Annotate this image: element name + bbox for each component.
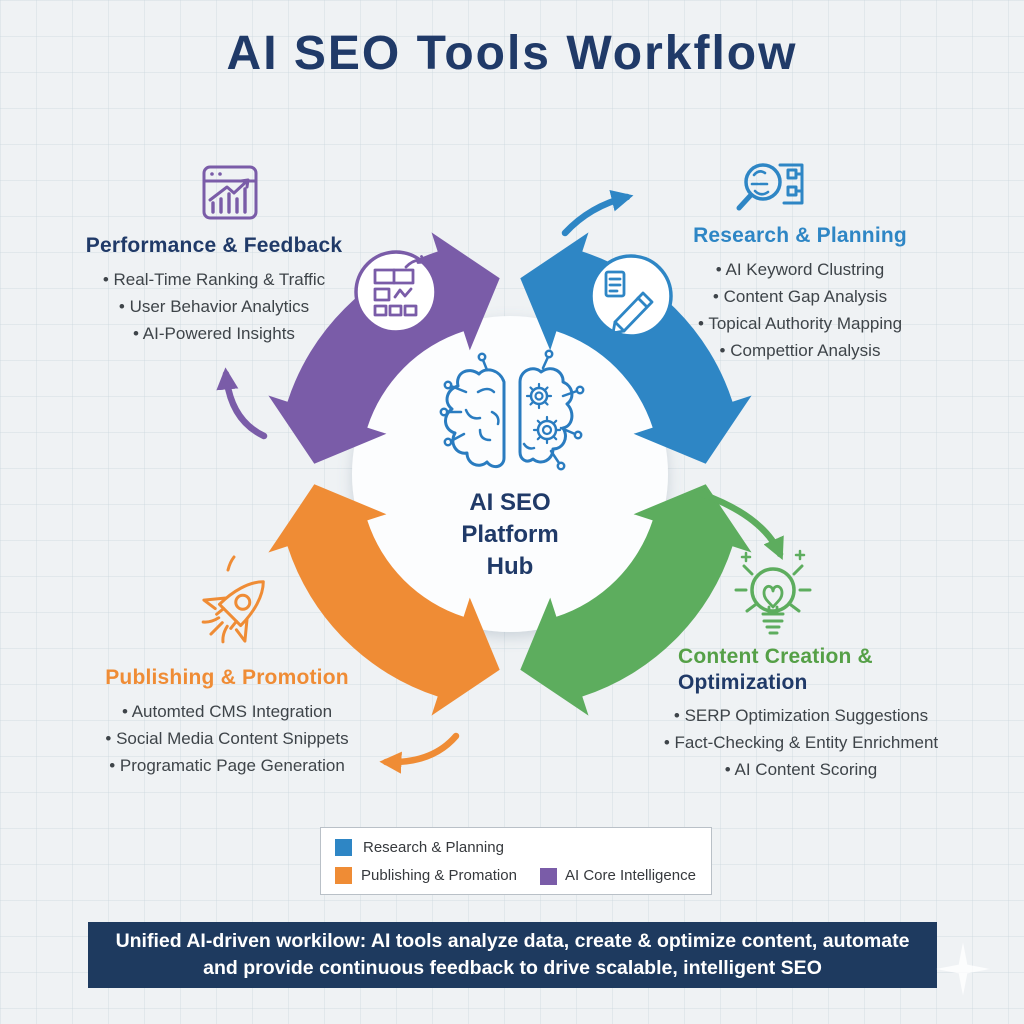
list-item: Social Media Content Snippets xyxy=(62,725,392,752)
legend: Research & Planning Publishing & Promati… xyxy=(320,827,712,895)
list-item: AI Keyword Clustring xyxy=(650,256,950,283)
cycle-arrow-orange xyxy=(268,484,500,716)
quadrant-title: Research & Planning xyxy=(693,224,907,247)
quadrant-research-planning: Research & Planning AI Keyword Clustring… xyxy=(650,224,950,364)
banner-text-line: Unified AI-driven workilow: AI tools ana… xyxy=(115,930,910,952)
quadrant-performance-feedback: Performance & Feedback Real-Time Ranking… xyxy=(58,234,370,347)
orange-curl-arrow xyxy=(379,732,460,774)
list-item: Programatic Page Generation xyxy=(62,752,392,779)
quadrant-title: Content Creation & Optimization xyxy=(678,645,873,694)
hub-circle xyxy=(352,316,668,632)
list-item: Topical Authority Mapping xyxy=(650,310,950,337)
quadrant-title: Performance & Feedback xyxy=(85,234,343,257)
analytics-browser-chart-icon xyxy=(202,165,258,220)
list-item: Automted CMS Integration xyxy=(62,698,392,725)
hub-label: AI SEO Platform Hub xyxy=(410,487,610,583)
magnifier-serp-document-icon xyxy=(736,163,804,211)
lightbulb-idea-icon xyxy=(734,549,812,635)
list-item: AI-Powered Insights xyxy=(58,320,370,347)
list-item: SERP Optimization Suggestions xyxy=(636,702,966,729)
list-item: Real-Time Ranking & Traffic xyxy=(58,266,370,293)
ai-brain-circuit-icon xyxy=(439,349,585,471)
cycle-arrow-purple xyxy=(268,232,500,464)
banner-text-line: and provide continuous feedback to drive… xyxy=(203,957,822,979)
cycle-arrows xyxy=(268,232,752,716)
dashboard-wireframe-icon xyxy=(354,250,438,334)
legend-swatch-orange xyxy=(335,867,352,884)
hub-label-line: Platform xyxy=(461,521,559,548)
blue-curl-arrow xyxy=(561,189,634,237)
legend-label: Research & Planning xyxy=(363,839,504,856)
list-item: User Behavior Analytics xyxy=(58,293,370,320)
legend-swatch-blue xyxy=(335,839,352,856)
legend-label: Publishing & Promation xyxy=(361,867,517,884)
quadrant-title: Publishing & Promotion xyxy=(105,666,349,689)
cycle-arrow-blue xyxy=(520,232,752,464)
list-item: Compettior Analysis xyxy=(650,337,950,364)
hub-label-line: AI SEO xyxy=(469,489,551,516)
summary-banner: Unified AI-driven workilow: AI tools ana… xyxy=(88,922,937,988)
rocket-icon xyxy=(201,555,265,644)
cycle-arrow-green xyxy=(520,484,752,716)
list-item: Content Gap Analysis xyxy=(650,283,950,310)
feedback-curl-arrows xyxy=(216,189,784,774)
legend-swatch-purple xyxy=(540,868,557,885)
purple-curl-arrow xyxy=(216,367,268,440)
list-item: AI Content Scoring xyxy=(636,756,966,783)
quadrant-publishing-promotion: Publishing & Promotion Automted CMS Inte… xyxy=(62,666,392,779)
green-curl-arrow xyxy=(698,490,784,561)
quadrant-content-creation: Content Creation & Optimization SERP Opt… xyxy=(636,644,966,783)
hub-label-line: Hub xyxy=(486,553,534,580)
legend-label: AI Core Intelligence xyxy=(565,867,696,884)
list-item: Fact-Checking & Entity Enrichment xyxy=(636,729,966,756)
page-title: AI SEO Tools Workflow xyxy=(226,27,798,80)
